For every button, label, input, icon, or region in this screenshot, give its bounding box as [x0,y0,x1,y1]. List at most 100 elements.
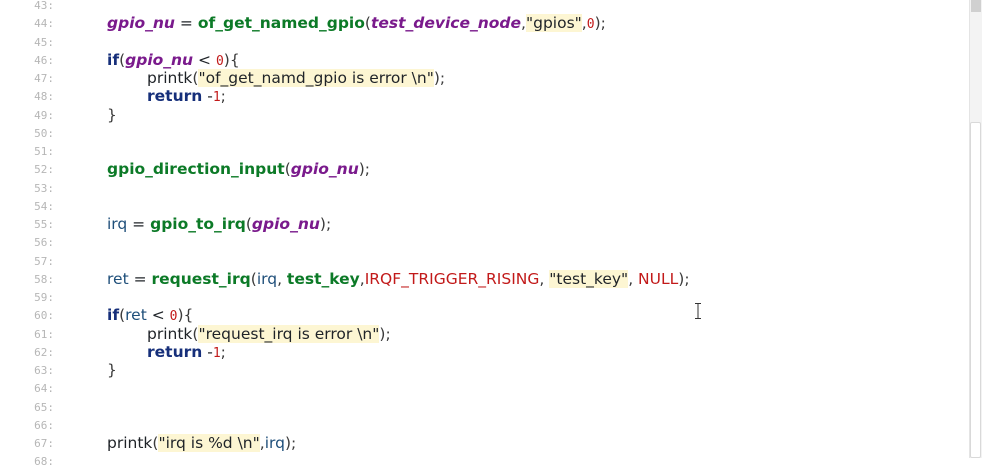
line-number: 45: [34,35,54,49]
code-line[interactable]: 57: [0,251,960,271]
code-line[interactable]: 50: [0,123,960,143]
code-token: ( [250,269,257,288]
code-token: ; [220,87,226,106]
code-line[interactable]: 45: [0,32,960,52]
code-token: ret [107,269,129,288]
code-token: , [521,14,526,33]
text-cursor-icon [694,303,702,319]
code-line[interactable]: 62:return -1; [0,342,960,362]
code-token: ( [364,14,371,33]
code-line[interactable]: 68: [0,451,960,471]
code-token: NULL [638,269,679,288]
code-token: ( [245,215,252,233]
code-token: printk [147,69,193,87]
code-token: return [147,87,203,106]
code-token: return [147,342,203,361]
code-line[interactable]: 56: [0,232,960,252]
line-number: 57: [34,254,54,268]
scrollbar-thumb[interactable] [970,122,981,458]
code-line[interactable]: 49:} [0,105,960,125]
code-line[interactable]: 58:ret = request_irq(irq, test_key,IRQF_… [0,269,960,289]
code-line[interactable]: 66: [0,415,960,435]
code-line[interactable]: 64: [0,378,960,398]
code-token: = [127,215,151,233]
code-text: if(gpio_nu < 0){ [107,50,240,72]
code-token: irq [256,269,278,288]
line-number: 55: [34,218,54,231]
code-line[interactable]: 52: gpio_direction_input(gpio_nu); [0,159,960,179]
line-number: 59: [34,291,54,304]
code-token: } [107,105,117,124]
code-line[interactable]: 54: [0,196,960,216]
code-line[interactable]: 44: gpio_nu = of_get_named_gpio(test_devi… [0,13,960,33]
code-text: } [107,360,117,380]
code-token: ); [678,269,690,288]
line-number: 56: [34,236,54,250]
code-token: 0 [169,309,178,325]
code-token: ); [284,434,297,452]
code-line[interactable]: 61:printk("request_irq is error \n"); [0,324,960,344]
code-text: return -1; [147,342,226,364]
code-token: if [107,50,120,69]
line-number-gutter [0,0,54,458]
code-token: irq [107,215,128,233]
code-token: ); [433,69,446,87]
line-number: 49: [34,108,54,122]
line-number: 44: [34,17,54,31]
code-token: ( [152,434,159,452]
line-number: 52: [34,163,54,177]
code-token: printk [107,434,153,452]
code-line[interactable]: 53: [0,178,960,198]
line-number: 66: [34,418,54,432]
code-token: 1 [212,345,221,361]
line-number: 46: [34,53,54,67]
code-line[interactable]: 60:if(ret < 0){ [0,305,960,325]
code-token: ); [594,14,606,33]
code-token: ( [192,324,199,343]
code-line[interactable]: 43: [0,0,960,15]
code-text: printk("of_get_namd_gpio is error \n"); [147,68,445,88]
code-line[interactable]: 47:printk("of_get_namd_gpio is error \n"… [0,68,960,88]
line-number: 68: [34,455,54,469]
code-text: gpio_nu = of_get_named_gpio(test_device_… [107,13,606,35]
line-number: 50: [34,126,54,140]
code-token: ; [220,342,226,361]
code-token: "test_key" [549,269,629,288]
code-token: ); [379,324,391,343]
code-token: gpio_nu [251,215,320,233]
code-token: < [193,50,216,69]
code-token: } [107,361,117,379]
code-line[interactable]: 51: [0,141,960,161]
code-token: "irq is %d \n" [158,434,260,452]
code-token: "gpios" [525,14,582,33]
code-line[interactable]: 46: if(gpio_nu < 0){ [0,50,960,70]
vertical-scrollbar[interactable] [969,0,982,458]
code-token: 0 [586,17,595,33]
code-text: printk("request_irq is error \n"); [147,324,391,344]
code-token: , [359,269,365,288]
line-number: 63: [34,364,54,377]
code-token: - [202,342,213,361]
code-token: gpio_to_irq [150,215,246,233]
code-line[interactable]: 67:printk("irq is %d \n",irq); [0,433,960,453]
code-token: , [259,434,265,452]
code-text: return -1; [147,86,226,108]
code-token: - [202,87,213,106]
code-line[interactable]: 59: [0,287,960,307]
scrollbar-top-marker [971,0,981,12]
code-token: 0 [215,53,224,69]
code-line[interactable]: 48:return -1; [0,86,960,106]
code-line[interactable]: 63:} [0,360,960,380]
code-text: gpio_direction_input(gpio_nu); [107,159,370,179]
code-text: } [107,105,117,125]
code-line[interactable]: 65: [0,397,960,417]
code-token: ); [358,160,371,179]
code-token: of_get_named_gpio [197,14,365,33]
code-line[interactable]: 55: irq = gpio_to_irq(gpio_nu); [0,214,960,234]
code-token: test_key [286,269,360,288]
code-token: ); [319,215,332,233]
code-token: , [628,269,639,288]
code-token: ( [284,160,291,179]
code-token: request_irq [151,269,251,288]
